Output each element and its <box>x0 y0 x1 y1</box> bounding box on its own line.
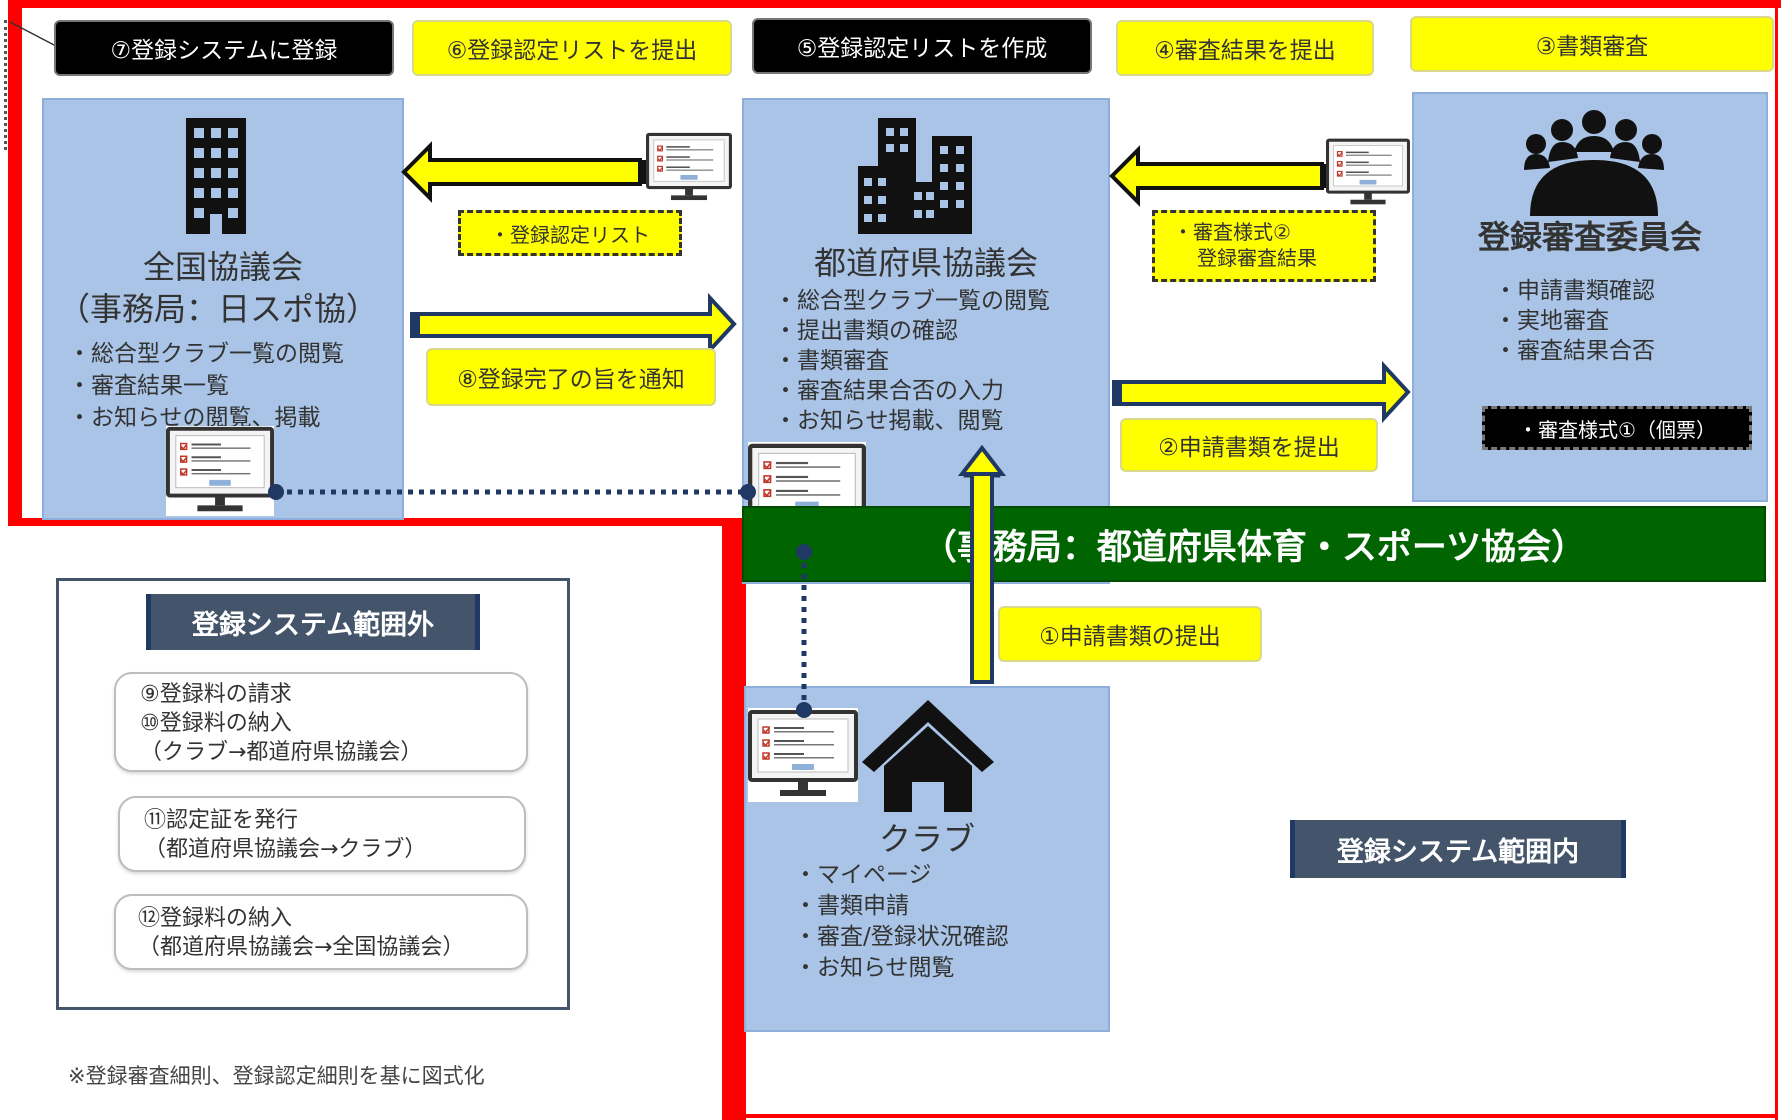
outside-item-line: ⑨登録料の請求 <box>140 682 292 707</box>
step-8-label: ⑧登録完了の旨を通知 <box>426 348 716 406</box>
system-boundary-mid-edge <box>8 518 746 526</box>
national-council-functions: ・総合型クラブ一覧の閲覧 ・審査結果一覧 ・お知らせの閲覧、掲載 <box>68 338 344 434</box>
corner-connector-line <box>9 21 57 47</box>
step-1-text: ①申請書類の提出 <box>1039 624 1221 650</box>
outside-item-fee-request: ⑨登録料の請求 ⑩登録料の納入 （クラブ→都道府県協議会） <box>114 672 528 772</box>
system-boundary-right-edge <box>1775 0 1778 1120</box>
outside-item-certificate: ⑪認定証を発行 （都道府県協議会→クラブ） <box>118 796 526 872</box>
corner-dashed-line <box>4 20 7 150</box>
arrow-step-6 <box>401 141 648 203</box>
step-4-label: ④審査結果を提出 <box>1116 20 1374 76</box>
prefecture-council-functions: ・総合型クラブ一覧の閲覧 ・提出書類の確認 ・書類審査 ・審査結果合否の入力 ・… <box>774 286 1050 436</box>
list-item: ・総合型クラブ一覧の閲覧 <box>68 341 344 367</box>
office-building-icon <box>186 118 246 234</box>
step-8-text: ⑧登録完了の旨を通知 <box>457 367 685 393</box>
list-item: ・総合型クラブ一覧の閲覧 <box>774 288 1050 314</box>
outside-item-line: ⑩登録料の納入 <box>140 711 292 736</box>
outside-item-line: ⑫登録料の納入 <box>138 906 293 931</box>
house-icon <box>862 700 994 812</box>
system-boundary-top-edge <box>8 0 1781 8</box>
meeting-people-icon <box>1524 110 1664 216</box>
step-7-text: ⑦登録システムに登録 <box>110 38 338 64</box>
step-2-label: ②申請書類を提出 <box>1120 418 1378 472</box>
system-boundary-left-edge <box>8 0 22 526</box>
outside-item-line: （都道府県協議会→全国協議会） <box>138 935 465 960</box>
secretariat-banner-text: （事務局：都道府県体育・スポーツ協会） <box>921 527 1587 568</box>
step-6-text: ⑥登録認定リストを提出 <box>446 38 698 64</box>
arrow-step-1 <box>957 444 1007 684</box>
national-council-title: 全国協議会 <box>142 248 303 286</box>
step-5-label: ⑤登録認定リストを作成 <box>752 18 1092 74</box>
outside-item-line: ⑪認定証を発行 <box>144 808 299 833</box>
review-result-note-line1: ・審査様式② <box>1173 220 1291 244</box>
certified-list-note-text: ・登録認定リスト <box>490 222 650 247</box>
system-boundary-inner-edge <box>722 518 746 1120</box>
step-5-text: ⑤登録認定リストを作成 <box>796 36 1048 62</box>
step-6-label: ⑥登録認定リストを提出 <box>412 20 732 76</box>
secretariat-banner: （事務局：都道府県体育・スポーツ協会） <box>742 506 1766 582</box>
list-item: ・マイページ <box>794 862 932 888</box>
list-item: ・実地審査 <box>1494 308 1609 334</box>
step-4-text: ④審査結果を提出 <box>1154 38 1336 64</box>
step-3-text: ③書類審査 <box>1535 34 1649 60</box>
computer-monitor-checklist-icon <box>1326 138 1410 208</box>
inside-system-label-text: 登録システム範囲内 <box>1336 836 1580 868</box>
review-form-1-label: ・審査様式①（個票） <box>1482 406 1752 450</box>
outside-item-line: （クラブ→都道府県協議会） <box>140 740 423 765</box>
arrow-step-8 <box>410 292 737 356</box>
list-item: ・書類申請 <box>794 893 909 919</box>
step-3-label: ③書類審査 <box>1410 16 1774 72</box>
review-result-note-line2: 登録審査結果 <box>1197 246 1317 270</box>
connector-dot <box>796 702 812 718</box>
step-2-text: ②申請書類を提出 <box>1158 435 1340 461</box>
connector-dot <box>268 484 284 500</box>
step-7-label: ⑦登録システムに登録 <box>54 20 394 76</box>
step-1-label: ①申請書類の提出 <box>998 606 1262 662</box>
computer-monitor-checklist-icon <box>646 132 732 204</box>
list-item: ・審査結果合否 <box>1494 338 1655 364</box>
list-item: ・提出書類の確認 <box>774 318 958 344</box>
club-title: クラブ <box>878 820 975 858</box>
connector-dot <box>740 484 756 500</box>
city-buildings-icon <box>858 118 972 234</box>
arrow-step-2 <box>1112 360 1411 424</box>
list-item: ・お知らせ閲覧 <box>794 955 955 981</box>
list-item: ・審査/登録状況確認 <box>794 924 1009 950</box>
list-item: ・申請書類確認 <box>1494 278 1655 304</box>
review-committee-title: 登録審査委員会 <box>1477 218 1702 256</box>
prefecture-council-title: 都道府県協議会 <box>813 244 1038 282</box>
arrow-step-4 <box>1109 145 1330 207</box>
review-committee-functions: ・申請書類確認 ・実地審査 ・審査結果合否 <box>1494 276 1655 366</box>
outside-system-title-text: 登録システム範囲外 <box>191 609 435 641</box>
list-item: ・書類審査 <box>774 348 889 374</box>
certified-list-note: ・登録認定リスト <box>458 210 682 256</box>
review-result-note: ・審査様式② 登録審査結果 <box>1152 210 1376 282</box>
list-item: ・審査結果一覧 <box>68 373 229 399</box>
outside-system-title: 登録システム範囲外 <box>146 594 480 650</box>
review-form-1-text: ・審査様式①（個票） <box>1518 417 1716 442</box>
list-item: ・お知らせ掲載、閲覧 <box>774 408 1004 434</box>
outside-item-fee-payment: ⑫登録料の納入 （都道府県協議会→全国協議会） <box>114 894 528 970</box>
club-functions: ・マイページ ・書類申請 ・審査/登録状況確認 ・お知らせ閲覧 <box>794 860 1009 984</box>
footnote: ※登録審査細則、登録認定細則を基に図式化 <box>68 1064 485 1088</box>
outside-item-line: （都道府県協議会→クラブ） <box>144 837 427 862</box>
list-item: ・審査結果合否の入力 <box>774 378 1004 404</box>
connector-dot <box>796 544 812 560</box>
inside-system-label: 登録システム範囲内 <box>1290 820 1626 878</box>
system-boundary-bottom-edge <box>722 1114 1778 1118</box>
national-council-subtitle: （事務局：日スポ協） <box>57 290 378 328</box>
